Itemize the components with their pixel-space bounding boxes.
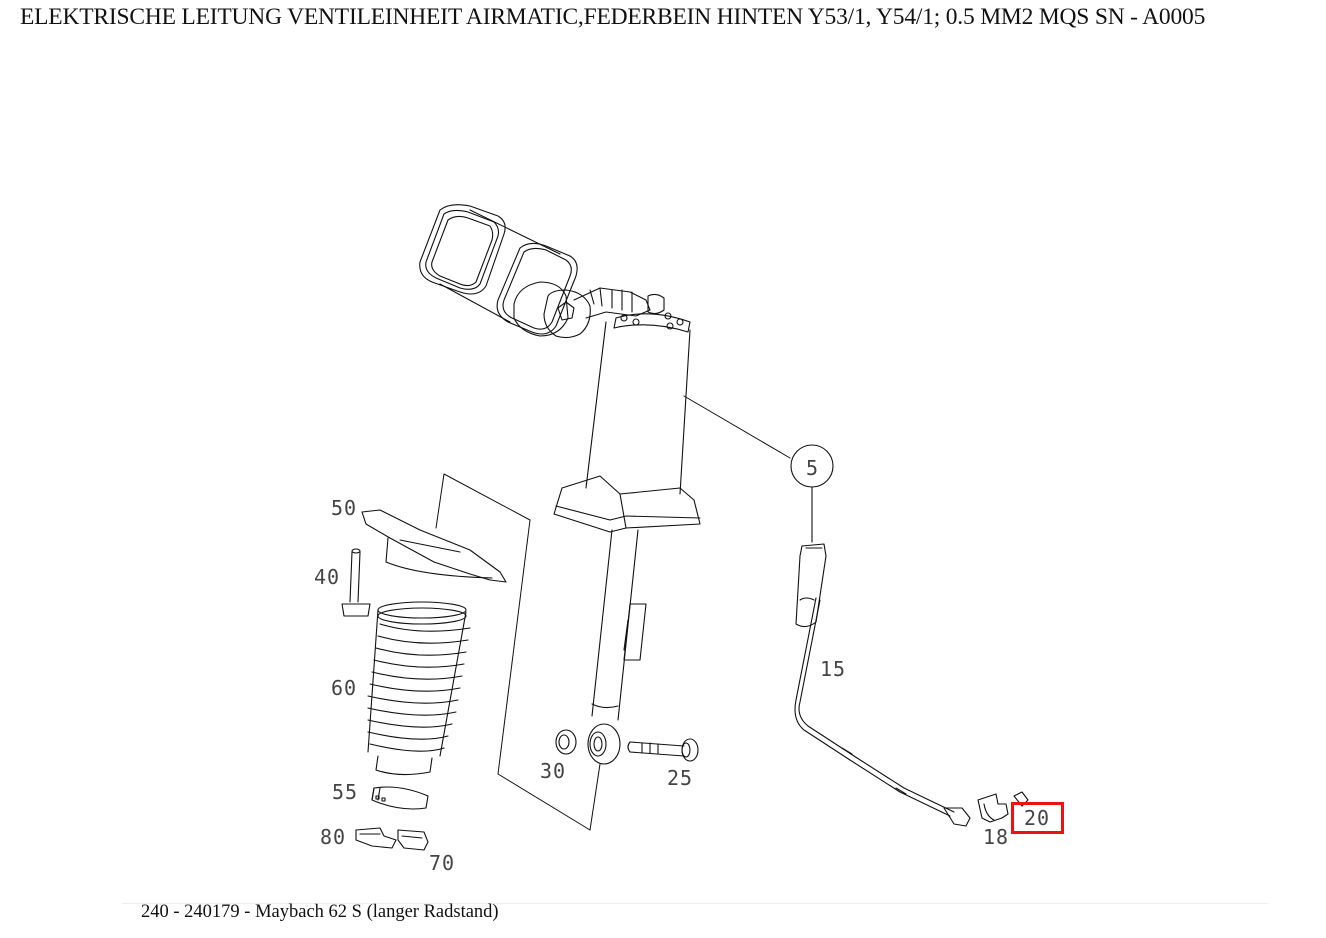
bolt-40-icon — [341, 548, 371, 617]
callout-label-55[interactable]: 55 — [332, 780, 359, 804]
callout-label-15[interactable]: 15 — [820, 657, 847, 681]
callout-5-circle — [790, 444, 834, 543]
nut-30-icon — [555, 729, 577, 755]
bellows-60-icon — [367, 601, 471, 776]
bolt-25-icon — [627, 738, 699, 762]
cable-15-icon — [794, 543, 971, 827]
callout-label-80[interactable]: 80 — [320, 825, 347, 849]
top-mount-50-icon — [361, 509, 507, 583]
callout-label-60[interactable]: 60 — [331, 676, 358, 700]
callout-label-30[interactable]: 30 — [540, 759, 567, 783]
callout-label-20[interactable]: 20 — [1024, 806, 1051, 830]
footer-caption: 240 - 240179 - Maybach 62 S (langer Rads… — [141, 902, 499, 922]
strut-body-icon — [553, 312, 791, 721]
strut-lower-eye-icon — [587, 723, 621, 765]
callout-label-25[interactable]: 25 — [667, 766, 694, 790]
footer-divider — [122, 903, 1268, 904]
air-spring-top-icon — [419, 204, 665, 339]
clips-80-70-icon — [355, 827, 429, 851]
clamp-55-icon — [371, 786, 429, 810]
callout-label-5[interactable]: 5 — [806, 456, 820, 480]
group-frame-lines — [435, 473, 601, 831]
callout-label-70[interactable]: 70 — [429, 851, 456, 875]
callout-label-40[interactable]: 40 — [314, 565, 341, 589]
highlight-box-part-20 — [1011, 802, 1064, 834]
callout-label-50[interactable]: 50 — [331, 496, 358, 520]
bracket-18-icon — [977, 793, 1009, 823]
page-title: ELEKTRISCHE LEITUNG VENTILEINHEIT AIRMAT… — [20, 4, 1206, 30]
callout-label-18[interactable]: 18 — [983, 825, 1010, 849]
